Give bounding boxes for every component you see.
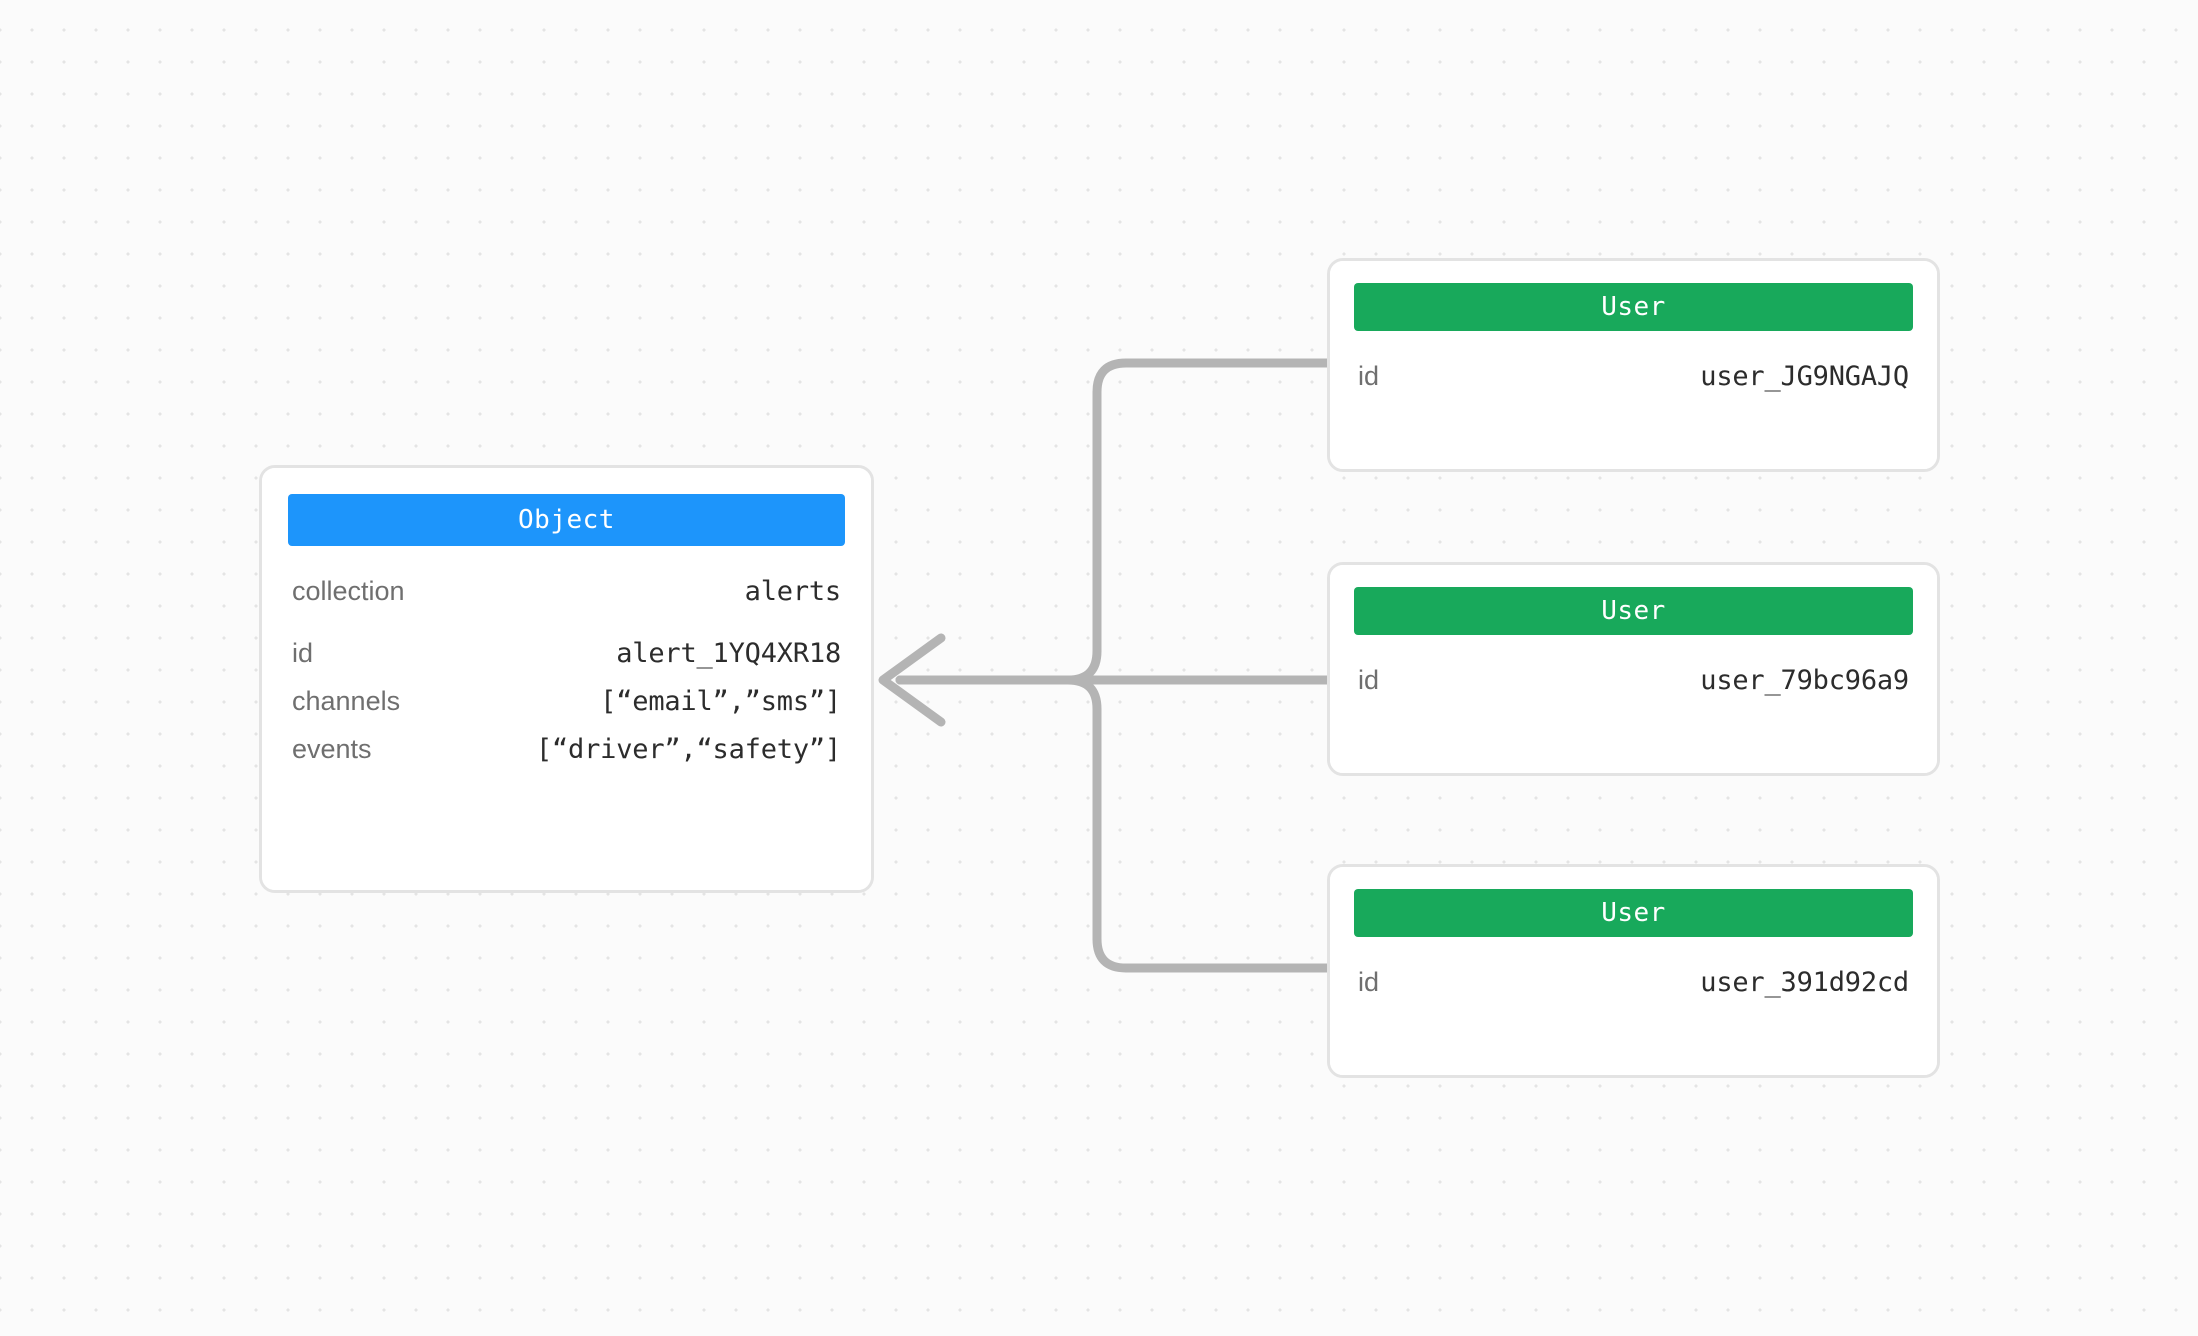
node-user-1-body: User id user_JG9NGAJQ — [1330, 261, 1937, 469]
field-value: alert_1YQ4XR18 — [616, 638, 841, 669]
node-object[interactable]: Object collection alerts id alert_1YQ4XR… — [259, 465, 874, 893]
edge-arrowhead-icon — [878, 633, 946, 727]
table-row[interactable]: channels [“email”,”sms”] — [292, 686, 841, 734]
node-user-1-header[interactable]: User — [1354, 283, 1913, 331]
field-key: id — [1358, 361, 1380, 391]
field-key: id — [1358, 665, 1380, 695]
node-user-3-header[interactable]: User — [1354, 889, 1913, 937]
field-value: [“driver”,“safety”] — [535, 734, 841, 765]
field-value: user_JG9NGAJQ — [1700, 361, 1909, 392]
field-key: collection — [292, 576, 405, 606]
node-user-1-rows: id user_JG9NGAJQ — [1358, 361, 1909, 409]
table-row[interactable]: events [“driver”,“safety”] — [292, 734, 841, 782]
node-object-rows: id alert_1YQ4XR18 channels [“email”,”sms… — [292, 638, 841, 782]
node-user-2-rows: id user_79bc96a9 — [1358, 665, 1909, 713]
field-value: [“email”,”sms”] — [600, 686, 841, 717]
edge-user-0 — [895, 358, 1335, 685]
field-value: user_79bc96a9 — [1700, 665, 1909, 696]
field-key: events — [292, 734, 372, 764]
field-value: user_391d92cd — [1700, 967, 1909, 998]
table-row[interactable]: id user_JG9NGAJQ — [1358, 361, 1909, 409]
node-object-title: Object — [518, 505, 615, 535]
node-user-2[interactable]: User id user_79bc96a9 — [1327, 562, 1940, 776]
node-object-primary-rows: collection alerts — [292, 576, 841, 624]
node-user-2-title: User — [1601, 596, 1666, 626]
field-value: alerts — [744, 576, 842, 607]
node-user-2-body: User id user_79bc96a9 — [1330, 565, 1937, 773]
node-user-3[interactable]: User id user_391d92cd — [1327, 864, 1940, 1078]
edge-user-2 — [895, 675, 1335, 973]
node-object-body: Object collection alerts id alert_1YQ4XR… — [262, 468, 871, 890]
field-key: id — [292, 638, 314, 668]
field-key: channels — [292, 686, 401, 716]
node-user-3-body: User id user_391d92cd — [1330, 867, 1937, 1075]
table-row[interactable]: collection alerts — [292, 576, 841, 624]
node-user-1-title: User — [1601, 292, 1666, 322]
node-user-3-title: User — [1601, 898, 1666, 928]
table-row[interactable]: id alert_1YQ4XR18 — [292, 638, 841, 686]
node-user-2-header[interactable]: User — [1354, 587, 1913, 635]
table-row[interactable]: id user_391d92cd — [1358, 967, 1909, 1015]
node-object-header[interactable]: Object — [288, 494, 845, 546]
field-key: id — [1358, 967, 1380, 997]
node-user-1[interactable]: User id user_JG9NGAJQ — [1327, 258, 1940, 472]
table-row[interactable]: id user_79bc96a9 — [1358, 665, 1909, 713]
node-user-3-rows: id user_391d92cd — [1358, 967, 1909, 1015]
